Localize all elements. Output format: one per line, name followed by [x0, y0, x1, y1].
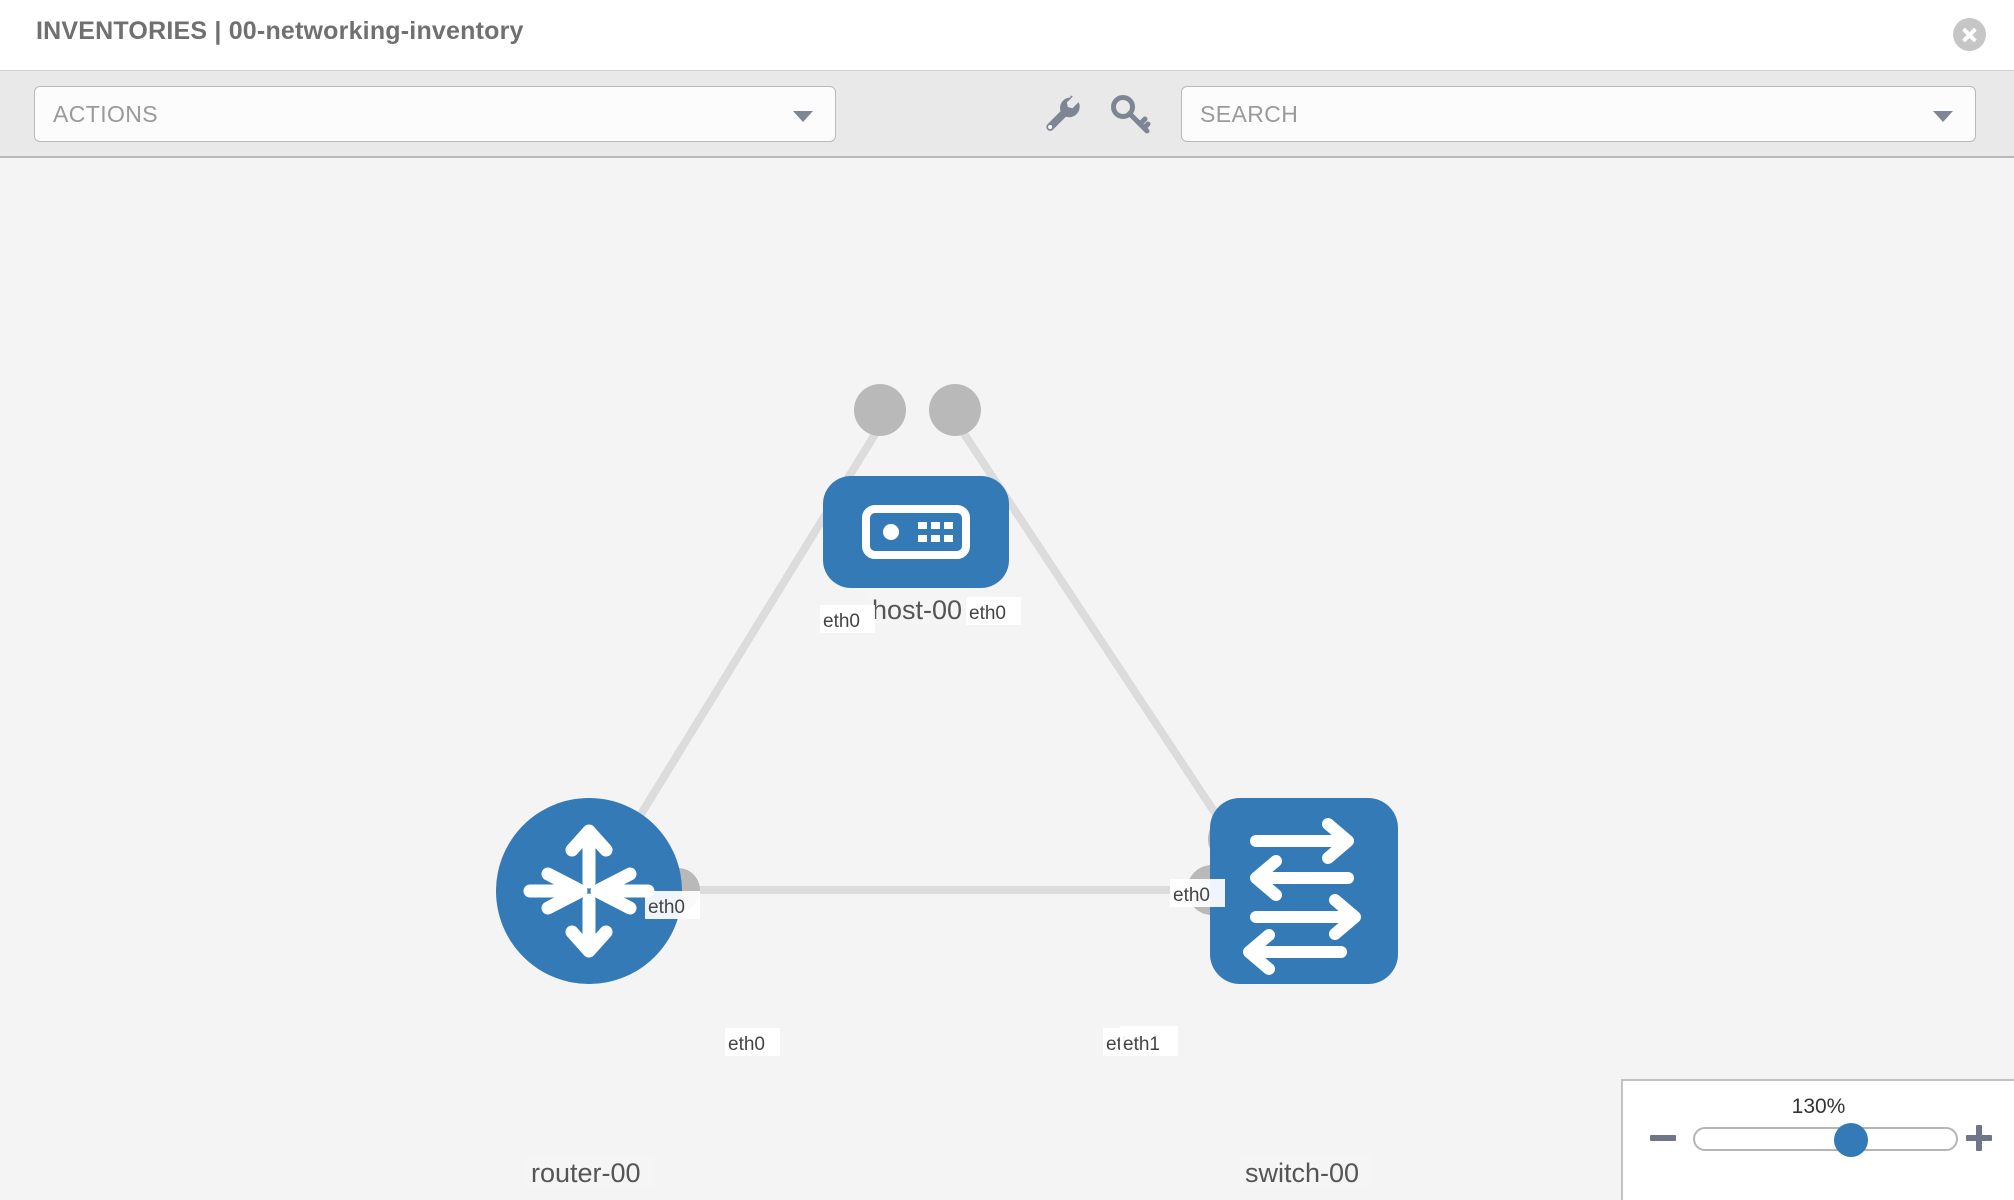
- iface-label-router-up: eth0: [648, 897, 685, 918]
- link-host-switch[interactable]: [941, 402, 1237, 843]
- zoom-slider-handle[interactable]: [1834, 1123, 1868, 1157]
- connector-host-right[interactable]: [929, 384, 981, 436]
- node-router-shape[interactable]: [496, 798, 682, 984]
- node-label-host: host-00: [872, 595, 962, 625]
- search-placeholder: SEARCH: [1200, 101, 1299, 127]
- topology-canvas[interactable]: host-00 router-00: [0, 160, 2014, 1200]
- minus-icon[interactable]: [1650, 1125, 1676, 1151]
- close-icon[interactable]: [1953, 18, 1986, 51]
- zoom-level-label: 130%: [1791, 1095, 1846, 1118]
- chevron-down-icon[interactable]: [1933, 111, 1953, 122]
- iface-label-router-right: eth0: [728, 1034, 765, 1055]
- wrench-icon[interactable]: [1037, 89, 1087, 139]
- search-input[interactable]: SEARCH: [1181, 86, 1976, 142]
- page-title: INVENTORIES | 00-networking-inventory: [36, 17, 524, 45]
- iface-label-host-right: eth0: [969, 603, 1006, 624]
- iface-label-switch-left: eth1: [1123, 1034, 1160, 1055]
- chevron-down-icon: [793, 111, 813, 122]
- bidirectional-arrows-icon: [1243, 818, 1361, 975]
- zoom-control-panel: 130%: [1621, 1079, 2014, 1200]
- node-switch-00[interactable]: switch-00: [1210, 798, 1398, 1188]
- toolbar: ACTIONS SEARCH: [0, 70, 2014, 158]
- iface-label-switch-up: eth0: [1173, 885, 1210, 906]
- actions-dropdown[interactable]: ACTIONS: [34, 86, 836, 142]
- node-router-00[interactable]: router-00: [496, 798, 682, 1188]
- server-appliance-icon: [862, 505, 970, 559]
- zoom-slider-track[interactable]: [1693, 1123, 1958, 1157]
- topology-graph: host-00 router-00: [496, 384, 1398, 1188]
- node-label-router: router-00: [531, 1158, 641, 1188]
- actions-dropdown-label: ACTIONS: [53, 101, 159, 127]
- iface-label-host-left: eth0: [823, 611, 860, 632]
- connector-host-left[interactable]: [854, 384, 906, 436]
- four-arrows-inward-icon: [523, 824, 655, 958]
- key-icon[interactable]: [1106, 89, 1156, 139]
- node-host-shape[interactable]: [823, 476, 1009, 588]
- page-header: INVENTORIES | 00-networking-inventory: [0, 0, 2014, 70]
- node-label-switch: switch-00: [1245, 1158, 1359, 1188]
- interface-label-layer: eth0 eth0 eth0 eth0 eth0 eth0 eth1: [645, 597, 1225, 1056]
- plus-icon[interactable]: [1966, 1125, 1992, 1151]
